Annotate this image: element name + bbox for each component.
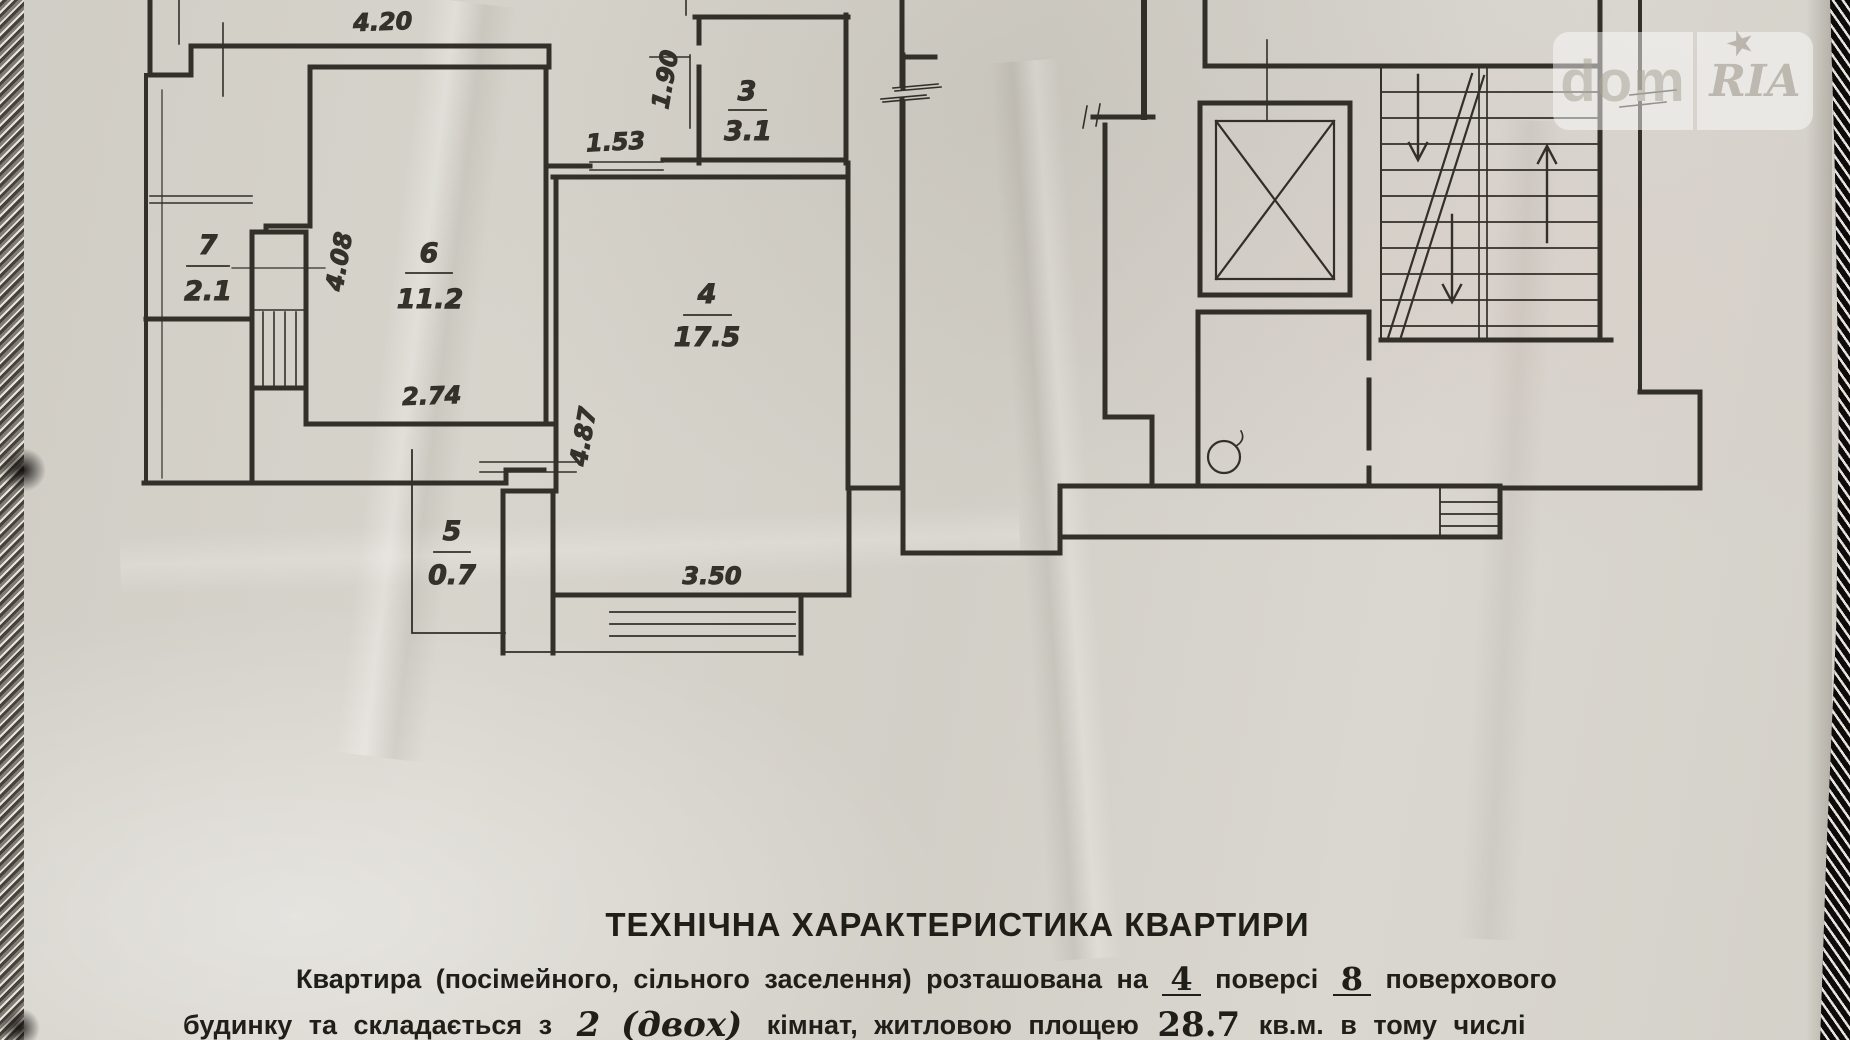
door-opening <box>479 461 577 473</box>
stair-up-arrow-icon <box>1536 143 1558 244</box>
wall-break-ticks <box>1619 89 1677 108</box>
room-label-3: 3 3.1 <box>724 76 773 148</box>
room-label-5: 5 0.7 <box>428 516 477 592</box>
garbage-chute-room <box>1195 309 1372 489</box>
walls-path <box>1090 0 1603 120</box>
total-floors-value: 8 <box>1332 963 1372 996</box>
stair-steps <box>1439 487 1501 538</box>
spec-text: поверсі <box>1215 964 1319 994</box>
lace-dark-spot <box>0 448 46 492</box>
walls-path <box>143 316 309 486</box>
room-number-label: 4 <box>697 279 717 310</box>
living-area-value: 28.7 <box>1157 1005 1241 1040</box>
walls-path <box>553 592 852 656</box>
room-number-label: 3 <box>738 76 757 107</box>
spec-title: ТЕХНІЧНА ХАРАКТЕРИСТИКА КВАРТИРИ <box>605 906 1310 943</box>
walls-path <box>1057 122 1503 540</box>
wall-break-ticks <box>882 86 942 103</box>
spec-text: кв.м. в тому числі <box>1258 1010 1526 1040</box>
dom-ria-watermark: dom ★ RIA <box>1553 23 1813 130</box>
room-number-label: 7 <box>199 230 218 261</box>
ria-wordmark: ★ RIA <box>1697 23 1813 130</box>
stairwell-plan <box>882 0 1703 556</box>
lace-dark-spot <box>0 1008 40 1040</box>
room-number-label: 6 <box>420 238 439 269</box>
spec-text: поверхового <box>1385 964 1557 994</box>
dimension-label: 4.08 <box>320 230 358 294</box>
wall-break-ticks <box>880 83 939 100</box>
room-area-label: 2.1 <box>184 276 232 307</box>
room-area-label: 0.7 <box>428 560 476 591</box>
stair-treads <box>1380 91 1601 327</box>
floor-value: 4 <box>1162 963 1201 996</box>
room-area-label: 3.1 <box>724 116 772 147</box>
room-area-label: 11.2 <box>397 284 464 315</box>
dimension-label: 4.20 <box>352 7 413 37</box>
room-label-7: 7 2.1 <box>184 230 233 308</box>
walls-path <box>900 52 1703 556</box>
wall-thin <box>178 0 224 97</box>
shaft-hatch <box>251 309 307 387</box>
window-symbol <box>504 611 800 653</box>
wall-break-ticks <box>1082 103 1101 129</box>
lace-tablecloth-left-edge <box>0 0 24 1040</box>
wall-thin <box>411 449 506 634</box>
rooms-count-value: 2 (двох) <box>576 1005 743 1040</box>
dimension-label: 1.53 <box>585 126 646 157</box>
apartment-plan: 4.20 1.90 1.53 4.08 2.74 4.87 3.50 3 3.1… <box>141 0 939 656</box>
garbage-chute-icon <box>1206 439 1242 475</box>
dimension-label: 2.74 <box>402 381 462 411</box>
walls-path <box>147 0 552 235</box>
room-label-4: 4 17.5 <box>673 279 741 354</box>
dimension-label: 3.50 <box>682 562 741 590</box>
stair-down-arrow-icon <box>1441 213 1463 305</box>
spec-text: Квартира (посімейного, сільного заселенн… <box>296 964 1148 994</box>
spec-line-rooms: будинку та складається з 2 (двох) кімнат… <box>183 1003 1526 1040</box>
elevator-x-icon <box>1197 39 1353 298</box>
dom-wordmark: dom <box>1553 32 1693 130</box>
staircase-symbol <box>1378 0 1614 343</box>
spec-text: будинку та складається з <box>183 1010 553 1040</box>
walls-path <box>500 455 559 656</box>
walls-path <box>1195 309 1372 489</box>
walls-path <box>141 467 547 486</box>
room-label-6: 6 11.2 <box>396 238 464 316</box>
ria-text: RIA <box>1709 55 1801 107</box>
garbage-chute-icon <box>1234 429 1244 448</box>
stair-down-arrow-icon <box>1407 73 1429 163</box>
walls-path <box>547 12 851 169</box>
wall-thin <box>589 0 691 171</box>
door-opening <box>149 195 253 204</box>
room-number-label: 5 <box>443 516 462 547</box>
room-area-label: 17.5 <box>674 322 741 353</box>
dimension-label: 4.87 <box>564 405 602 469</box>
stair-stringer <box>1386 72 1486 342</box>
spec-line-floor: Квартира (посімейного, сільного заселенн… <box>296 962 1557 996</box>
stair-divider <box>1478 67 1488 341</box>
spec-text: кімнат, житловою площею <box>766 1010 1139 1040</box>
